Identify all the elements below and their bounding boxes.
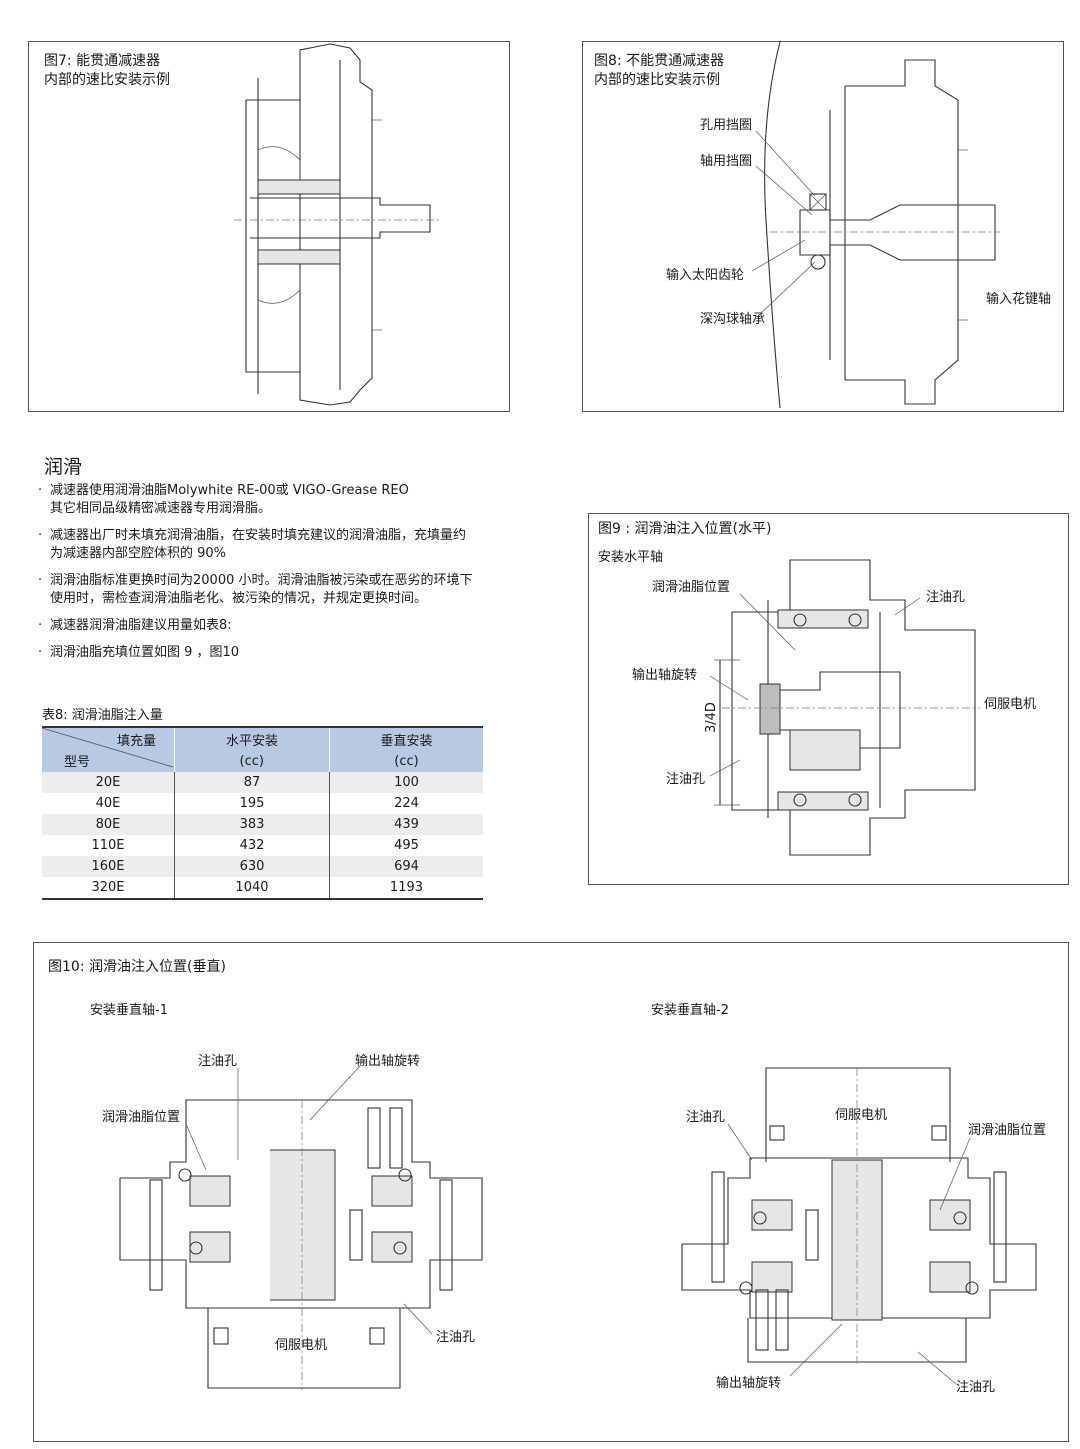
fig8-label-spline-shaft: 输入花键轴 [986,292,1052,307]
table-row: 320E 1040 1193 [42,877,483,900]
lubrication-bullet-list: 减速器使用润滑油脂Molywhite RE-00或 VIGO-Grease RE… [36,482,526,671]
table-cell-horizontal: 87 [174,772,330,793]
fig8-label-bearing: 深沟球轴承 [700,312,766,327]
fig9-title: 图9 : 润滑油注入位置(水平) [598,521,772,537]
fig10-left-output: 输出轴旋转 [355,1054,421,1069]
fig10-right-output: 输出轴旋转 [716,1376,782,1391]
lubrication-bullet: 减速器使用润滑油脂Molywhite RE-00或 VIGO-Grease RE… [36,482,526,518]
table-cell-model: 320E [42,877,175,900]
table8-title: 表8: 润滑油脂注入量 [42,708,163,723]
fig10-panel [33,942,1069,1442]
table-corner-header: 填充量 型号 [42,726,175,772]
fig10-left-grease: 润滑油脂位置 [102,1110,181,1125]
table-cell-horizontal: 630 [174,856,330,877]
table-cell-horizontal: 432 [174,835,330,856]
table-cell-vertical: 694 [328,856,483,877]
table-cell-horizontal: 1040 [174,877,330,900]
table-unit-horizontal: (cc) [174,750,330,772]
fig9-label-grease: 润滑油脂位置 [652,580,731,595]
fig9-label-oil-hole-bottom: 注油孔 [666,772,706,787]
fig10-left-oil-hole-bottom: 注油孔 [436,1330,476,1345]
fig10-right-subtitle: 安装垂直轴-2 [651,1003,729,1018]
table-unit-vertical: (cc) [328,750,483,772]
lubrication-title: 润滑 [44,456,83,478]
fig9-subtitle: 安装水平轴 [598,550,664,565]
fig10-right-servo: 伺服电机 [835,1108,888,1123]
fig10-left-subtitle: 安装垂直轴-1 [90,1003,168,1018]
fig8-panel [582,41,1064,412]
fig9-label-output: 输出轴旋转 [632,668,698,683]
table-header-horizontal: 水平安装 [174,726,330,750]
fig10-left-oil-hole-top: 注油孔 [198,1054,238,1069]
table-cell-vertical: 495 [328,835,483,856]
lubrication-bullet: 润滑油脂标准更换时间为20000 小时。润滑油脂被污染或在恶劣的环境下 使用时，… [36,572,526,608]
table-row: 80E 383 439 [42,814,483,835]
table-header-vertical: 垂直安装 [328,726,483,750]
fig10-title: 图10: 润滑油注入位置(垂直) [48,959,226,975]
table-row: 110E 432 495 [42,835,483,856]
fig8-label-hole-ring: 孔用挡圈 [700,118,753,133]
table-cell-model: 110E [42,835,175,856]
table-cell-horizontal: 383 [174,814,330,835]
fig7-title: 图7: 能贯通减速器 内部的速比安装示例 [44,53,170,88]
table-cell-vertical: 439 [328,814,483,835]
fig10-right-oil-hole-bottom: 注油孔 [956,1380,996,1395]
table-row: 160E 630 694 [42,856,483,877]
table-cell-vertical: 100 [328,772,483,793]
table-cell-model: 160E [42,856,175,877]
fig8-label-sun-gear: 输入太阳齿轮 [666,268,745,283]
table-cell-vertical: 1193 [328,877,483,900]
table-cell-model: 40E [42,793,175,814]
table-cell-model: 20E [42,772,175,793]
table-cell-horizontal: 195 [174,793,330,814]
fig8-title: 图8: 不能贯通减速器 内部的速比安装示例 [594,53,725,88]
grease-volume-table: 填充量 型号 水平安装 垂直安装 (cc) (cc) 20E 87 100 40… [42,726,483,900]
lubrication-bullet: 润滑油脂充填位置如图 9 ，图10 [36,644,526,662]
table-corner-bottom: 型号 [64,755,91,770]
table-corner-top: 填充量 [116,734,156,749]
fig10-right-grease: 润滑油脂位置 [968,1123,1047,1138]
fig10-left-servo: 伺服电机 [275,1338,328,1353]
fig8-label-shaft-ring: 轴用挡圈 [700,154,753,169]
fig7-panel [28,41,510,412]
table-cell-model: 80E [42,814,175,835]
fig10-right-oil-hole-top: 注油孔 [686,1110,726,1125]
table-row: 40E 195 224 [42,793,483,814]
fig9-label-dim: 3/4D [704,702,719,733]
fig9-label-oil-hole-top: 注油孔 [926,590,966,605]
table-cell-vertical: 224 [328,793,483,814]
fig9-label-servo: 伺服电机 [984,697,1037,712]
table-row: 20E 87 100 [42,772,483,793]
lubrication-bullet: 减速器出厂时未填充润滑油脂，在安装时填充建议的润滑油脂，充填量约 为减速器内部空… [36,527,526,563]
lubrication-bullet: 减速器润滑油脂建议用量如表8: [36,617,526,635]
